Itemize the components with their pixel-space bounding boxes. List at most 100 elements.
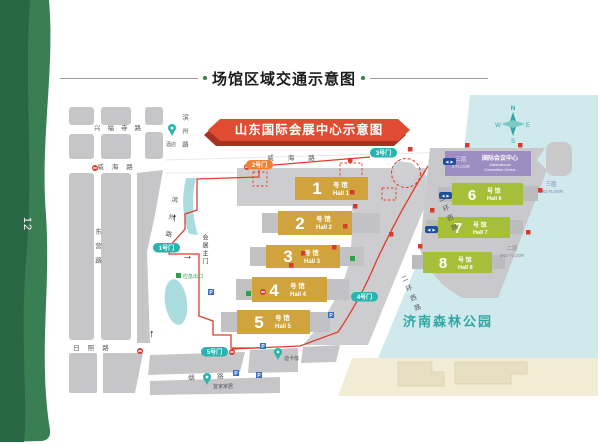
hall-number: 4: [269, 281, 279, 300]
svg-text:P: P: [261, 344, 265, 350]
title-dot-right: [361, 76, 366, 80]
street-weihai-mid: 威海路: [267, 153, 329, 162]
hall-2: 2 号 馆 Hall 2: [278, 211, 352, 235]
parking-icons: P P P P P: [208, 289, 334, 379]
complex-curved-wing: [303, 206, 425, 345]
pedestrian-arrow-icon: →: [182, 250, 193, 262]
icc-name-en1: International: [490, 163, 511, 167]
decathlon-pin: 迪卡侬: [274, 348, 299, 362]
roundabout: [395, 162, 417, 184]
sidebar-shape-dark: [0, 0, 30, 442]
svg-text:E: E: [526, 123, 530, 129]
hall-5: 5 号 馆 Hall 5: [237, 310, 310, 334]
city-blocks: [69, 107, 340, 395]
hall-number: 2: [295, 214, 304, 233]
hall-1: 1 号 馆 Hall 1: [295, 177, 368, 200]
hall-number: 1: [312, 179, 321, 198]
hall-number: 8: [439, 255, 447, 272]
beach-building: [454, 361, 528, 385]
hall-label-cn: 号 馆: [316, 214, 331, 223]
hall-label-en: Hall 1: [333, 191, 350, 197]
ikea-pin-label: 宜家家居: [213, 383, 233, 390]
gate-label: 2号门: [252, 161, 267, 169]
title-row: 场馆区域交通示意图: [60, 68, 489, 88]
emergency-exit: 应急出口: [176, 273, 203, 280]
plaza-canal: [183, 178, 198, 235]
hall-number: 7: [454, 220, 462, 237]
street-binzhou-north: 滨州路: [181, 113, 189, 155]
exit-icons: [246, 256, 355, 296]
svg-text:◄►: ◄►: [441, 193, 451, 199]
street-edge: [164, 151, 453, 161]
hall-number: 5: [254, 313, 263, 332]
hotel-pin-label: 酒店: [166, 141, 176, 148]
icc-floor-cn: 三层: [455, 156, 467, 163]
hall-label-cn: 号 馆: [487, 187, 501, 195]
plaza-pond: [164, 279, 188, 325]
svg-text:◄►: ◄►: [427, 227, 437, 233]
gate-label: 5号门: [207, 348, 222, 356]
hall-label-en: Hall 8: [458, 265, 473, 271]
hall-3: 3 号 馆 Hall 3: [266, 245, 340, 268]
svg-text:◄►: ◄►: [445, 159, 455, 165]
pedestrian-arrow-icon: ↑: [172, 212, 178, 224]
title-divider-left: [60, 77, 198, 79]
svg-text:S: S: [511, 139, 515, 145]
icc-floor-en: 3 FLOOR: [452, 164, 470, 169]
hall-end-caps: [221, 213, 380, 332]
floor3-right-en: 3RD FLOOR: [539, 189, 563, 194]
banner-title: 山东国际会展中心示意图: [235, 122, 384, 137]
hall-label-en: Hall 3: [304, 259, 321, 265]
convention-center: 三层 3 FLOOR 国际会议中心 International Conventi…: [445, 151, 531, 176]
poi-icons: [289, 143, 543, 268]
hall-6: 6 号 馆 Hall 6: [452, 183, 523, 205]
street-weihai-west: 威海路: [97, 162, 141, 171]
hall-label-en: Hall 6: [487, 196, 502, 202]
street-rizhao: 日照路: [73, 343, 117, 352]
street-xingfusi: 兴福寺路: [94, 123, 148, 132]
gate-label: 3号门: [376, 149, 391, 157]
route-ring: [391, 158, 421, 188]
page-title: 场馆区域交通示意图: [212, 70, 357, 88]
street-dongying: 东营路: [94, 227, 102, 272]
gate-5: 5号门: [201, 347, 228, 357]
svg-text:P: P: [209, 290, 213, 296]
hall-number: 3: [283, 247, 292, 266]
svg-text:N: N: [511, 106, 515, 112]
gate-2: 2号门: [246, 160, 273, 170]
hall-label-cn: 号 馆: [275, 313, 290, 322]
gate-label: 1号门: [159, 244, 174, 252]
icc-name-en2: Convention Center: [484, 168, 516, 172]
svg-text:W: W: [495, 123, 501, 129]
compass-icon: N W E S: [495, 106, 530, 145]
hall-label-en: Hall 5: [275, 324, 292, 330]
banner-body: [208, 119, 410, 141]
main-gate-label: 会展主门: [201, 233, 208, 266]
svg-text:P: P: [329, 313, 333, 319]
hall-number: 6: [468, 187, 476, 204]
sidebar-decoration: [0, 0, 51, 442]
hall-label-en: Hall 4: [290, 292, 307, 298]
icc-name-cn: 国际会议中心: [482, 154, 518, 162]
hall-label-cn: 号 馆: [458, 256, 472, 264]
floor2-cn: 二层: [506, 245, 518, 252]
beach-building: [397, 361, 445, 387]
hall-label-cn: 号 馆: [304, 248, 319, 257]
hotel-pin: 酒店: [166, 124, 176, 148]
hall-label-cn: 号 馆: [333, 180, 348, 189]
gate-1: 1号门: [153, 243, 180, 253]
emergency-exit-label: 应急出口: [183, 273, 203, 280]
floor2-en: 2ND FLOOR: [500, 253, 524, 258]
hall-8: 8 号 馆 Hall 8: [423, 252, 492, 273]
gate-label: 4号门: [357, 293, 372, 301]
floor3-right-cn: 三层: [545, 181, 557, 188]
hall-label-en: Hall 2: [316, 225, 333, 231]
ikea-pin: 宜家家居: [203, 373, 233, 390]
svg-text:P: P: [257, 373, 261, 379]
park-label: 济南森林公园: [403, 314, 493, 329]
right-building-annex: [546, 142, 572, 176]
gate-4: 4号门: [351, 292, 378, 302]
gate-3: 3号门: [370, 148, 397, 158]
